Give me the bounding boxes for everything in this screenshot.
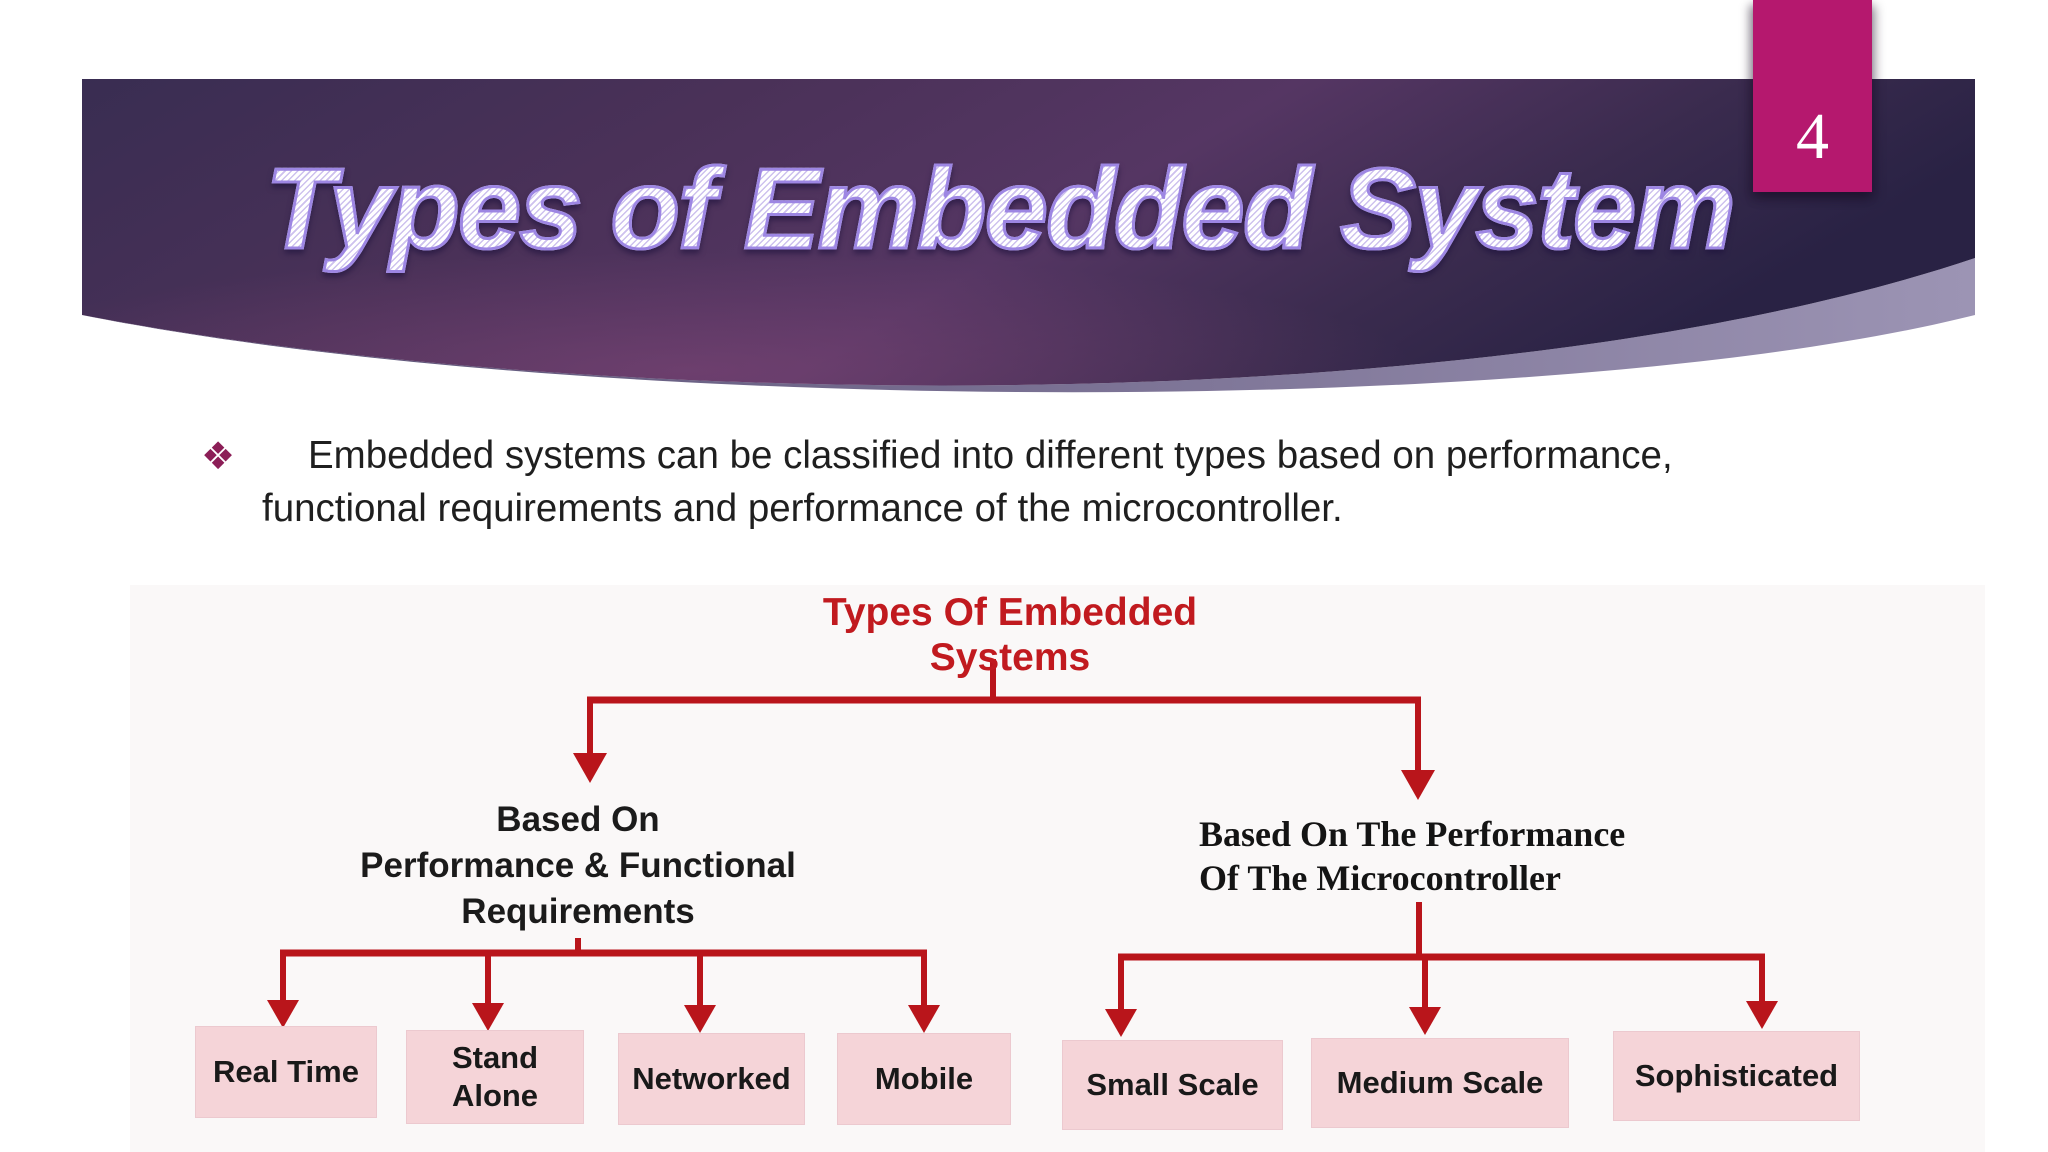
leaf-box-sophisticated: Sophisticated	[1613, 1031, 1860, 1121]
branch-microcontroller-performance: Based On The Performance Of The Microcon…	[1199, 814, 1626, 898]
leaf-box-small-scale: Small Scale	[1062, 1040, 1283, 1130]
bullet-text: Embedded systems can be classified into …	[262, 434, 1673, 530]
page-number: 4	[1796, 100, 1829, 173]
leaf-box-medium-scale: Medium Scale	[1311, 1038, 1569, 1128]
leaf-box-mobile: Mobile	[837, 1033, 1011, 1125]
slide-title: Types of Embedded System	[82, 145, 1975, 275]
diagram-root-node: Types Of Embedded Systems	[822, 591, 1198, 679]
banner-glow-overlay	[82, 79, 1975, 386]
leaf-box-stand-alone: Stand Alone	[406, 1030, 584, 1124]
banner-swoosh-shape	[82, 258, 1975, 393]
page-number-tab: 4	[1753, 0, 1872, 192]
leaf-box-real-time: Real Time	[195, 1026, 377, 1118]
bullet-diamond-icon: ❖	[201, 434, 236, 478]
leaf-box-networked: Networked	[618, 1033, 805, 1125]
header-banner	[82, 79, 1975, 393]
branch-performance-functional: Based On Performance & Functional Requir…	[360, 800, 796, 931]
